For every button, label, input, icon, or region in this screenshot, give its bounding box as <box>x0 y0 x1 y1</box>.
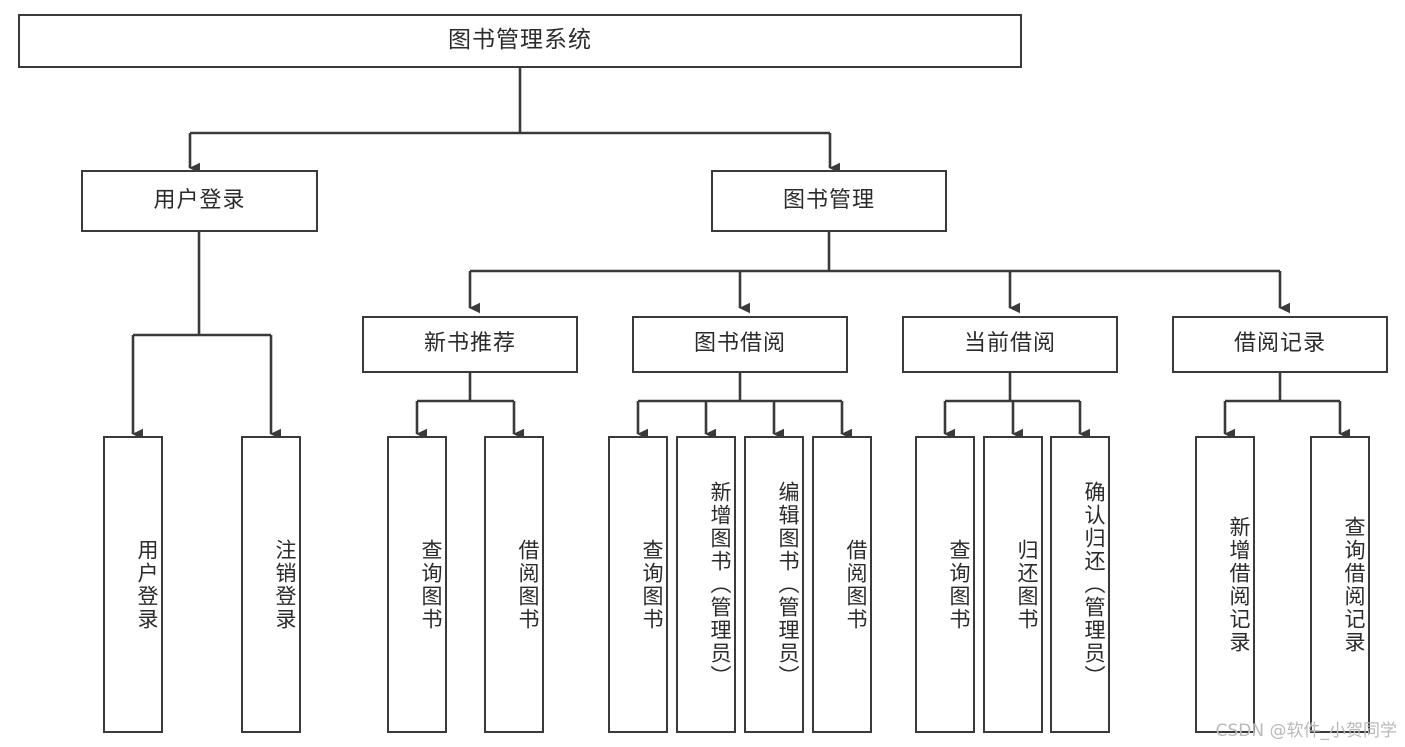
node-leaf-query-record[interactable]: 查询借阅记录 <box>1310 436 1370 733</box>
node-label: 当前借阅 <box>963 331 1056 357</box>
node-label: 查询图书 <box>947 538 971 631</box>
node-label: 图书管理 <box>782 187 875 213</box>
node-leaf-borrow-book-1[interactable]: 借阅图书 <box>484 436 544 733</box>
node-leaf-confirm-return[interactable]: 确认归还（管理员） <box>1050 436 1110 733</box>
node-label: 新书推荐 <box>423 331 516 357</box>
node-label: 新增借阅记录 <box>1227 515 1251 654</box>
node-leaf-query-book-1[interactable]: 查询图书 <box>387 436 447 733</box>
node-borrow-record[interactable]: 借阅记录 <box>1172 316 1388 373</box>
node-label: 借阅图书 <box>516 538 540 631</box>
node-user-login[interactable]: 用户登录 <box>81 170 318 232</box>
node-leaf-query-book-2[interactable]: 查询图书 <box>608 436 668 733</box>
node-leaf-edit-book[interactable]: 编辑图书（管理员） <box>744 436 804 733</box>
node-leaf-return-book[interactable]: 归还图书 <box>983 436 1043 733</box>
node-leaf-user-logout[interactable]: 注销登录 <box>241 436 301 733</box>
node-root-system[interactable]: 图书管理系统 <box>18 14 1022 68</box>
node-leaf-add-book[interactable]: 新增图书（管理员） <box>676 436 736 733</box>
node-label: 注销登录 <box>273 538 297 631</box>
node-new-book-recommend[interactable]: 新书推荐 <box>362 316 578 373</box>
node-current-borrow[interactable]: 当前借阅 <box>902 316 1118 373</box>
node-label: 图书管理系统 <box>448 27 592 54</box>
watermark: CSDN @软件_小贺同学 <box>1215 721 1397 741</box>
node-label: 用户登录 <box>153 187 246 213</box>
node-label: 新增图书（管理员） <box>708 481 732 688</box>
node-label: 图书借阅 <box>693 331 786 357</box>
node-label: 归还图书 <box>1015 538 1039 631</box>
node-label: 确认归还（管理员） <box>1082 481 1106 688</box>
node-leaf-user-login[interactable]: 用户登录 <box>103 436 163 733</box>
node-label: 借阅记录 <box>1233 331 1326 357</box>
node-book-borrow[interactable]: 图书借阅 <box>632 316 848 373</box>
node-label: 查询借阅记录 <box>1342 515 1366 654</box>
node-label: 编辑图书（管理员） <box>776 481 800 688</box>
node-leaf-add-record[interactable]: 新增借阅记录 <box>1195 436 1255 733</box>
node-label: 查询图书 <box>640 538 664 631</box>
node-label: 用户登录 <box>135 538 159 631</box>
node-book-management[interactable]: 图书管理 <box>711 170 947 232</box>
node-leaf-borrow-book-2[interactable]: 借阅图书 <box>812 436 872 733</box>
node-leaf-query-book-3[interactable]: 查询图书 <box>915 436 975 733</box>
node-label: 查询图书 <box>419 538 443 631</box>
node-label: 借阅图书 <box>844 538 868 631</box>
